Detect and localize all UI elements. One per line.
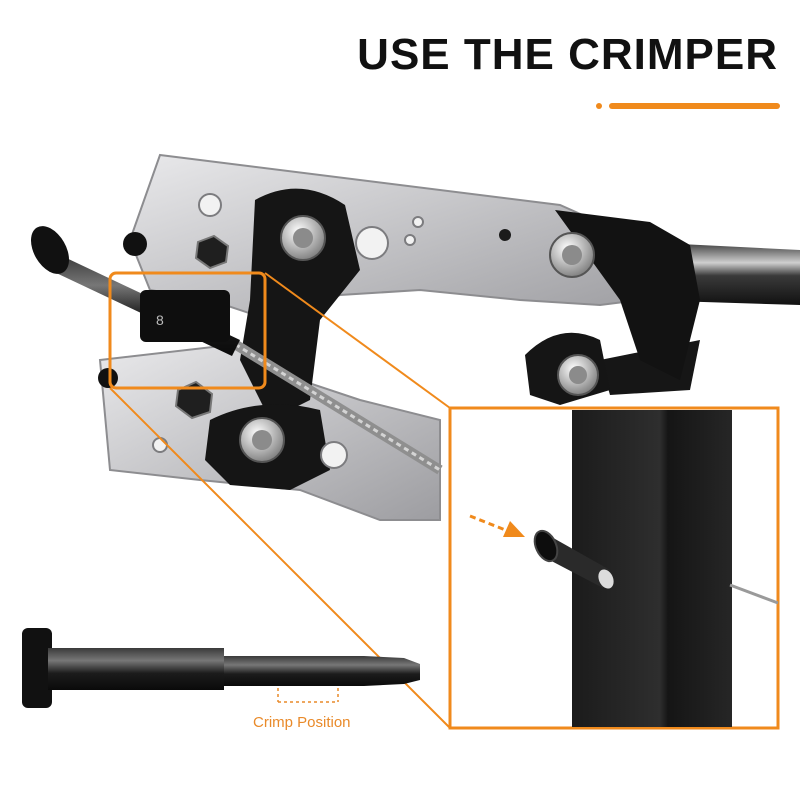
crimp-position-label: Crimp Position <box>253 714 351 731</box>
crimp-position-marker <box>277 688 339 703</box>
pivot-bolt-right <box>549 232 595 278</box>
jaw-cap-lower <box>98 368 118 388</box>
title-accent-bar <box>609 103 780 109</box>
hex-nut-jaw-lower <box>174 380 214 420</box>
crimp-zone-highlight <box>108 271 267 390</box>
pivot-bolt-lower-right <box>557 354 599 396</box>
hex-nut-jaw-upper <box>194 234 230 270</box>
jaw-cap-upper <box>123 232 147 256</box>
die-size-label: 8 <box>156 312 164 328</box>
steel-cable <box>217 330 443 475</box>
pivot-bolt-upper <box>280 215 326 261</box>
pivot-bolt-lower <box>239 417 285 463</box>
crimp-fitting <box>22 628 420 708</box>
rivet-hole <box>499 229 511 241</box>
plate-holes <box>152 193 424 469</box>
detail-inset <box>448 406 780 730</box>
fitting-stud-in-post <box>533 529 614 589</box>
arrow-icon <box>469 514 525 537</box>
inset-cable <box>729 583 779 605</box>
page-title: USE THE CRIMPER <box>357 30 778 79</box>
title-accent-dot <box>596 103 602 109</box>
crimp-die: 8 <box>140 290 230 342</box>
